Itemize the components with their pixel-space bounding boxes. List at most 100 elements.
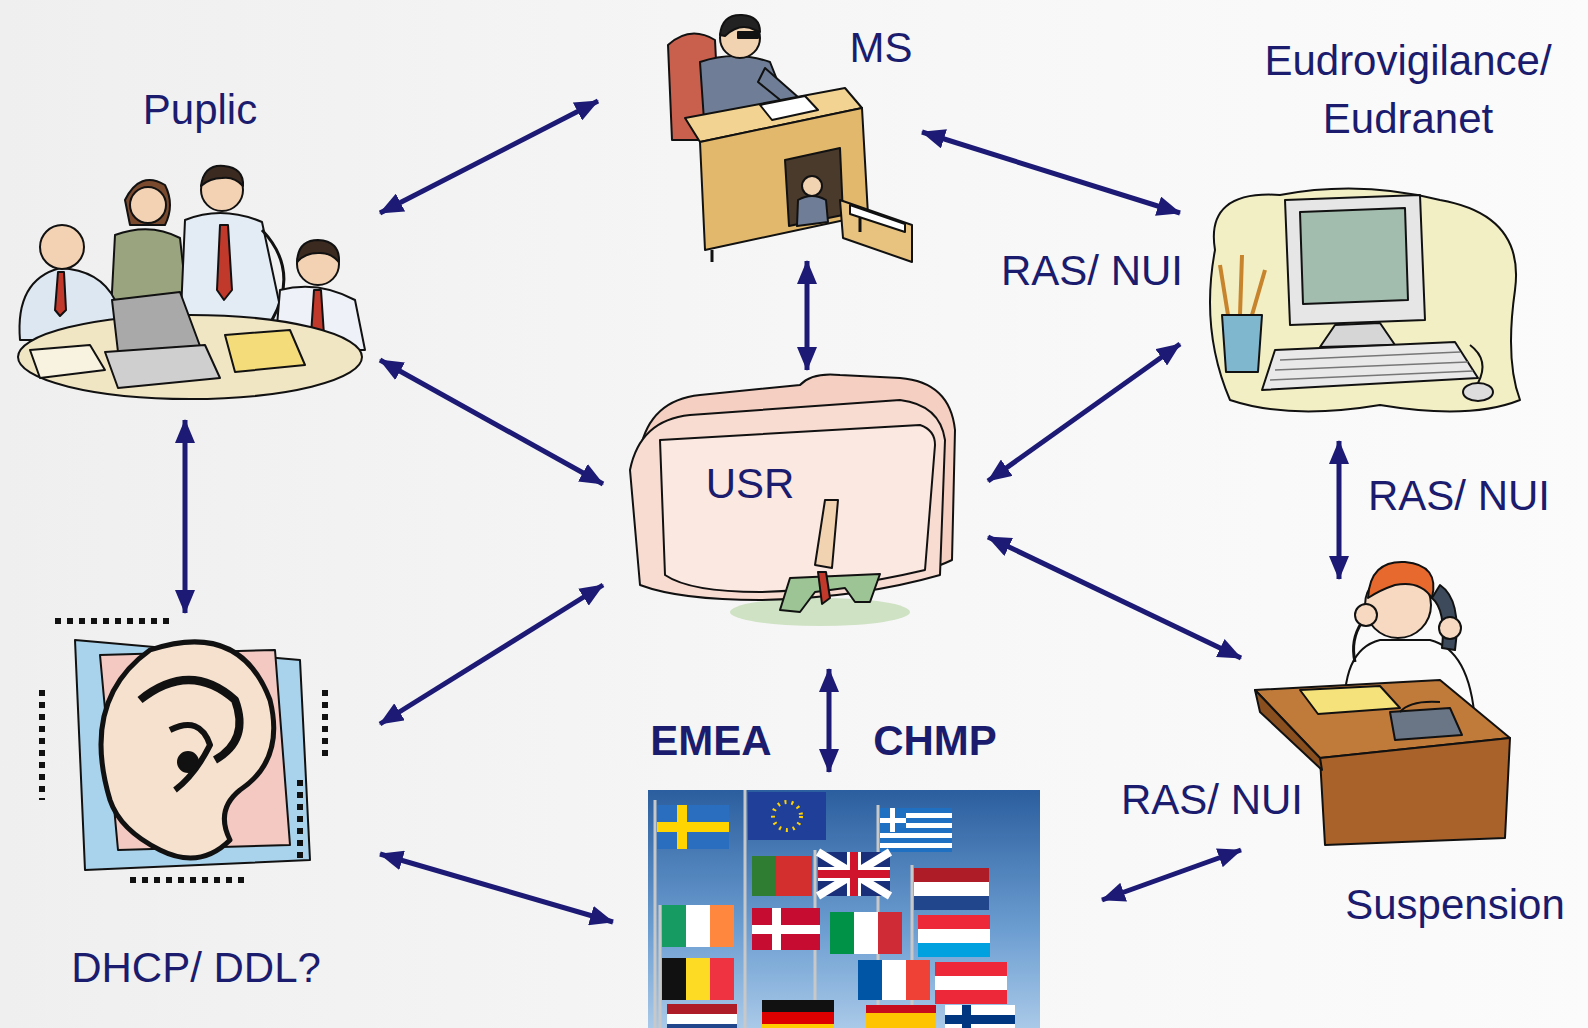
people-meeting-illustration-part [201, 166, 243, 186]
computer-illustration-part [1285, 195, 1425, 325]
desk-official-illustration-part [712, 218, 860, 262]
bidirectional-arrow [380, 360, 603, 484]
eu-flags-photo-part [945, 1005, 1015, 1028]
eu-flags-photo-part [648, 790, 1040, 1028]
computer-illustration-part [1222, 315, 1262, 372]
connection-label: RAS/ NUI [1001, 247, 1183, 295]
eu-flags-photo-part [686, 958, 710, 1000]
paper-stack-illustration-part [818, 572, 830, 604]
people-meeting-illustration-part [30, 345, 105, 378]
phone-caller-illustration-part [1320, 738, 1510, 845]
node-label: Puplic [143, 86, 257, 134]
ear-illustration-part [101, 642, 274, 858]
eu-flags-photo-part [662, 905, 686, 947]
eu-flags-photo-part [918, 929, 990, 943]
illustration-node: USR [603, 370, 988, 669]
people-meeting-illustration-part [105, 345, 220, 388]
bidirectional-arrow [380, 101, 598, 213]
eu-flags-photo-part [866, 1005, 936, 1013]
eu-flags-photo-part [773, 802, 801, 830]
computer-illustration-part [1300, 208, 1408, 304]
node-label: USR [706, 460, 795, 508]
paper-stack-illustration-part [730, 598, 910, 626]
computer-illustration-part [1463, 383, 1493, 401]
eu-flags-photo-part [657, 822, 729, 832]
eu-flags-photo-part [918, 943, 990, 957]
eu-flags-photo-part [866, 1013, 936, 1028]
eu-flags-photo-part [667, 1014, 737, 1024]
node-label: EMEA [650, 717, 771, 765]
eu-flags-photo-part [935, 976, 1007, 990]
desk-official-illustration [668, 15, 912, 262]
ear-illustration-part [178, 752, 198, 772]
ear-illustration [42, 621, 325, 880]
eu-flags-photo-part [880, 808, 906, 832]
paper-stack-illustration [630, 374, 955, 626]
eu-flags-photo-part [667, 1024, 737, 1028]
desk-official-illustration-part [850, 205, 905, 232]
phone-caller-illustration-part [1439, 617, 1461, 639]
eu-flags-photo-part [655, 790, 912, 1028]
eu-flags-photo-part [762, 1012, 834, 1024]
bidirectional-arrow [922, 132, 1180, 213]
desk-official-illustration-part [760, 96, 818, 120]
illustration-node: DHCP/ DDL? [30, 613, 380, 890]
illustration-node: MS [598, 5, 922, 261]
eu-flags-photo-part [752, 856, 812, 896]
node-label: MS [850, 24, 913, 72]
phone-caller-illustration-part [1400, 702, 1440, 712]
phone-caller-illustration-part [1368, 562, 1433, 598]
eu-flags-photo-part [818, 852, 890, 896]
eu-flags-photo-part [914, 868, 989, 882]
desk-official-illustration-part [840, 200, 912, 262]
people-meeting-illustration-part [40, 225, 84, 269]
eu-flags-photo-part [914, 882, 989, 896]
people-meeting-illustration-part [55, 272, 66, 316]
ear-illustration-part [55, 621, 250, 880]
eu-flags-photo [648, 790, 1040, 1028]
illustration-node: Puplic [15, 160, 380, 420]
eu-flags-photo-part [935, 990, 1007, 1004]
people-meeting-illustration-part [112, 292, 200, 352]
eu-flags-photo-part [686, 905, 710, 947]
eu-flags-photo-part [662, 958, 686, 1000]
phone-caller-illustration-part [1354, 622, 1362, 662]
eu-flags-photo-part [906, 960, 930, 1000]
paper-stack-illustration-part [815, 500, 838, 568]
eu-flags-photo-part [667, 1004, 737, 1014]
node-label: Eudrovigilance/ Eudranet [1238, 32, 1578, 148]
bidirectional-arrow [183, 420, 188, 613]
eu-flags-photo-part [918, 915, 990, 929]
eu-flags-photo-part [710, 905, 734, 947]
eu-flags-photo-part [748, 792, 826, 840]
eu-flags-photo-part [818, 870, 890, 878]
node-label: DHCP/ DDL? [71, 944, 321, 992]
computer-illustration [1210, 189, 1520, 412]
eu-flags-photo-part [752, 925, 820, 934]
ear-illustration-part [75, 640, 310, 870]
node-label: CHMP [873, 717, 997, 765]
eu-flags-photo-part [752, 908, 820, 950]
eu-flags-photo-part [880, 833, 952, 838]
bidirectional-arrow [1337, 441, 1342, 579]
eu-flags-photo-part [880, 843, 952, 848]
bidirectional-arrow [805, 261, 810, 370]
computer-illustration-part [1320, 323, 1395, 347]
eu-flags-photo-part [914, 896, 989, 910]
bidirectional-arrow [827, 669, 832, 772]
paper-stack-illustration-part [660, 425, 935, 592]
eu-flags-photo-part [854, 912, 878, 954]
eu-flags-photo-part [762, 1000, 834, 1012]
eu-flags-photo-part [858, 960, 882, 1000]
connection-label: RAS/ NUI [1121, 776, 1303, 824]
phone-caller-illustration-part [1355, 604, 1377, 626]
ear-illustration-part [140, 680, 240, 760]
people-meeting-illustration-part [125, 180, 170, 225]
eu-flags-photo-part [657, 805, 729, 849]
eu-flags-photo-part [752, 856, 776, 896]
people-meeting-illustration-part [130, 187, 166, 223]
